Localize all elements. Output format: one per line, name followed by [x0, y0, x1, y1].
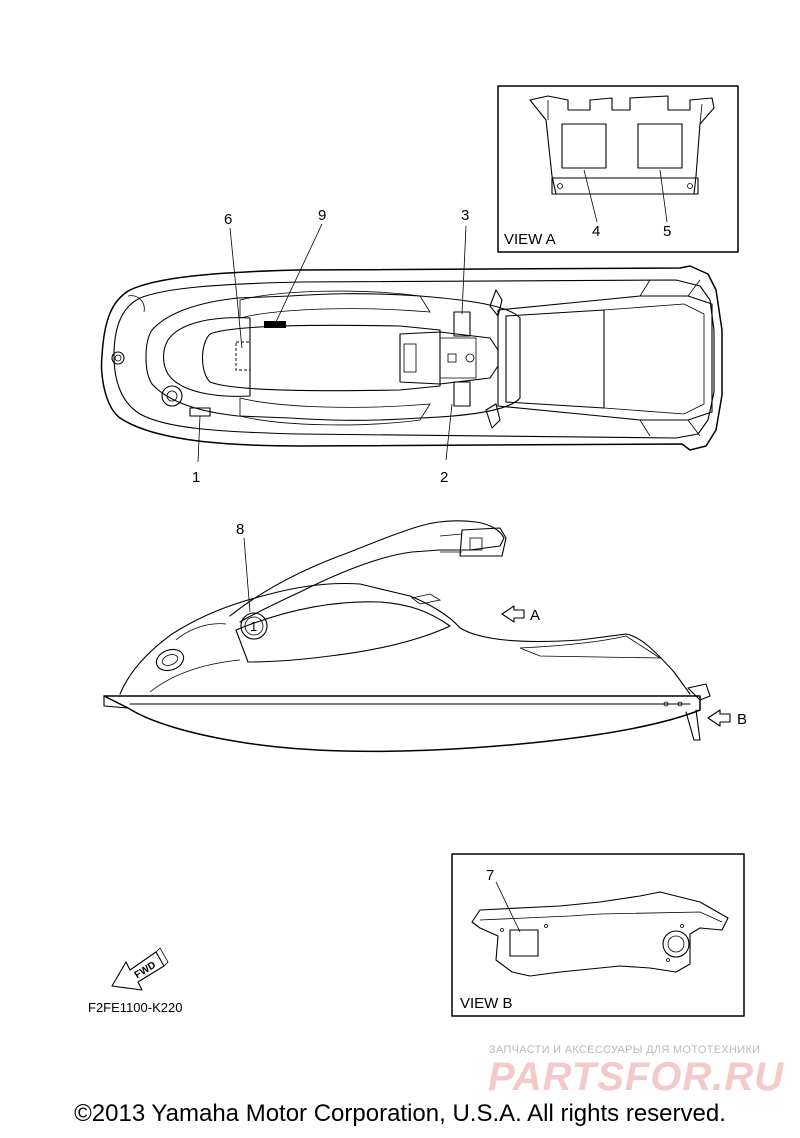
- copyright-notice: ©2013 Yamaha Motor Corporation, U.S.A. A…: [74, 1100, 726, 1127]
- view-a-label: VIEW A: [504, 231, 556, 248]
- callout-4: 4: [592, 223, 600, 240]
- callout-7: 7: [486, 867, 494, 884]
- fwd-arrow: FWD: [111, 947, 169, 991]
- callout-8: 8: [236, 521, 244, 538]
- watermark-tagline: ЗАПЧАСТИ И АКСЕССУАРЫ ДЛЯ МОТОТЕХНИКИ: [489, 1044, 760, 1056]
- callout-9: 9: [318, 207, 326, 224]
- callout-2: 2: [440, 469, 448, 486]
- callout-6: 6: [224, 211, 232, 228]
- arrow-a-label: A: [530, 607, 540, 624]
- arrow-b-label: B: [737, 711, 747, 728]
- watercraft-top-view: 6 9 3 1 2: [100, 207, 723, 486]
- part-code: F2FE1100-K220: [88, 1000, 182, 1015]
- badge-text: 1: [250, 619, 257, 634]
- view-a-inset: 4 5 VIEW A: [497, 85, 739, 253]
- watermark-logo: PARTSFOR.RU: [488, 1055, 784, 1099]
- view-b-label: VIEW B: [460, 995, 513, 1012]
- watercraft-side-view: 1 8 A B: [103, 520, 747, 753]
- callout-3: 3: [461, 207, 469, 224]
- callout-5: 5: [663, 223, 671, 240]
- view-b-inset: 7 VIEW B: [451, 853, 745, 1017]
- callout-1: 1: [192, 469, 200, 486]
